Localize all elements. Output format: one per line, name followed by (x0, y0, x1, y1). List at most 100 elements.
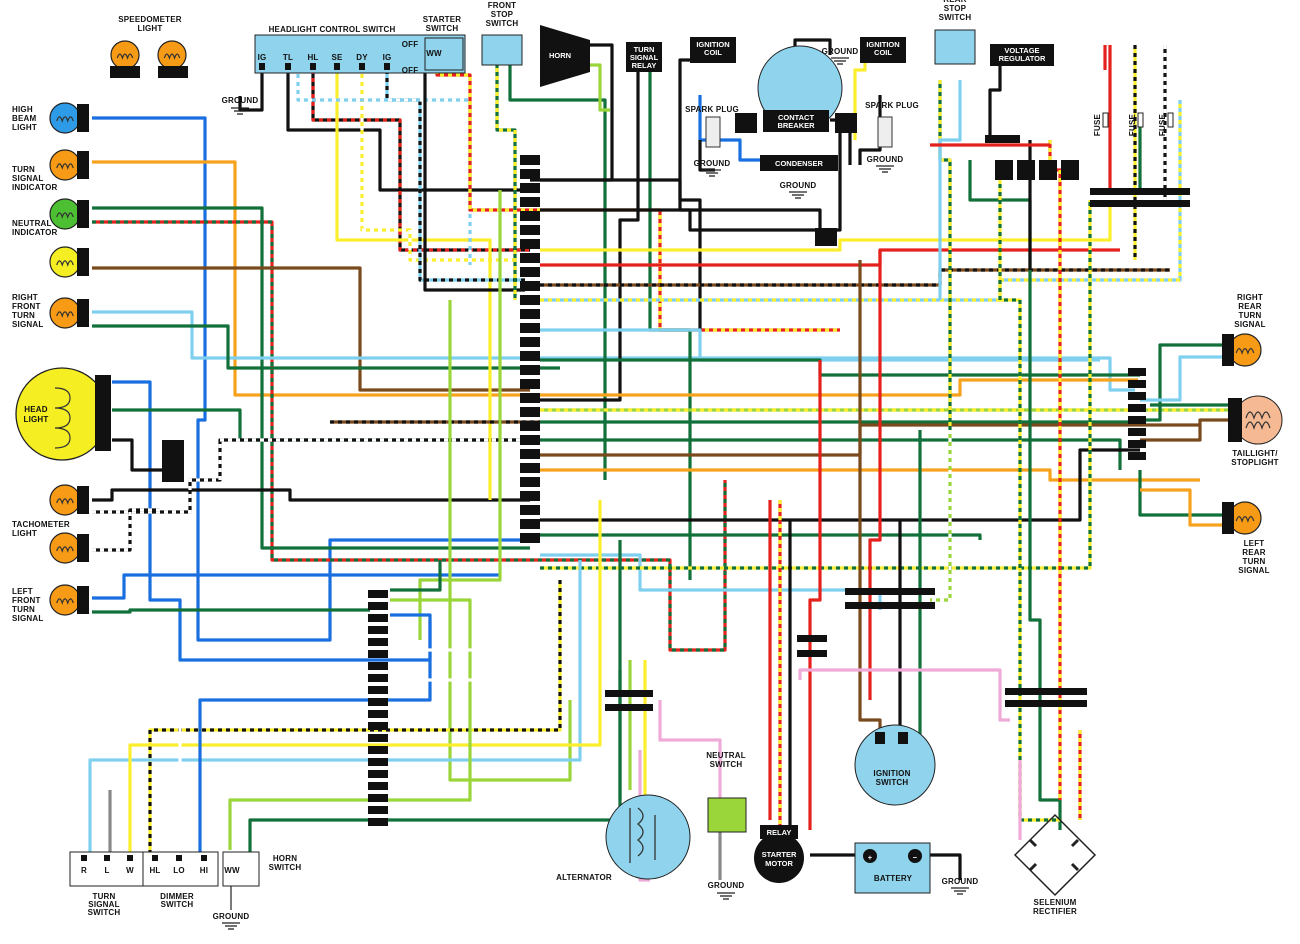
connector-bar (797, 650, 827, 657)
connector-bar (605, 704, 653, 711)
connector-pin (368, 674, 388, 682)
terminal (176, 855, 182, 861)
ignition-switch-label: SWITCH (876, 778, 909, 787)
wire-green (508, 60, 607, 480)
wire-black (112, 438, 170, 472)
left-front-turn-signal-label: LEFT (12, 587, 33, 596)
headlight-control-switch-label: HEADLIGHT CONTROL SWITCH (269, 25, 396, 34)
lamp-socket (77, 586, 89, 614)
switch-terminal-label: W (126, 866, 134, 875)
horn-switch-label: SWITCH (269, 863, 302, 872)
connector-pin (520, 435, 540, 445)
right-rear-turn-signal-label: SIGNAL (1234, 320, 1265, 329)
wire-blue (92, 116, 530, 642)
connector-pin (368, 602, 388, 610)
condenser (760, 155, 838, 171)
wire-brown (92, 266, 530, 392)
terminal (310, 63, 316, 70)
connector-pin (368, 686, 388, 694)
lamp-socket (1228, 398, 1242, 442)
connector-pin (368, 626, 388, 634)
wire-yellow (128, 500, 602, 860)
wire-light_green (418, 190, 502, 640)
connector-pin (520, 379, 540, 389)
horn-icon (540, 25, 590, 87)
connector-bar (1090, 200, 1190, 207)
speedometer-light-label: LIGHT (138, 24, 163, 33)
connector-pin (368, 698, 388, 706)
turn-signal-indicator-label: INDICATOR (12, 183, 58, 192)
spark-plug-icon (877, 116, 893, 148)
high-beam-light-label: LIGHT (12, 123, 37, 132)
left-rear-turn-signal-label: LEFT (1244, 539, 1265, 548)
filament-icon (56, 260, 74, 267)
battery-minus-terminal (908, 849, 922, 863)
horn-switch (222, 851, 260, 887)
wire-pink (798, 668, 1010, 722)
connector-pin (520, 155, 540, 165)
wire-stripe-white (930, 430, 952, 602)
connector-pin (520, 183, 540, 193)
wire-black (678, 58, 822, 230)
left-rear-turn-signal-label: SIGNAL (1238, 566, 1269, 575)
left-front-turn-signal-label: FRONT (12, 596, 41, 605)
turn-signal-relay-label: RELAY (632, 61, 657, 70)
filament-icon (56, 311, 74, 318)
terminal (875, 732, 885, 744)
wire-blue (92, 573, 500, 600)
connector-bar (845, 602, 935, 609)
wire-light_blue (92, 310, 1135, 392)
wire-blue (198, 613, 432, 860)
turn-signal-switch-label: TURN (92, 892, 115, 901)
spark-plug-label: SPARK PLUG (685, 105, 739, 114)
wire-stripe-white (92, 508, 160, 552)
filament-icon (56, 498, 74, 505)
main-connector-block (520, 155, 540, 543)
wire-green (92, 608, 370, 614)
turn-signal-switch-label: SWITCH (88, 908, 121, 917)
battery-label: BATTERY (874, 874, 913, 883)
filament-icon (163, 53, 181, 60)
connector (162, 440, 184, 482)
ground-label: GROUND (780, 181, 817, 190)
connector-pin (368, 650, 388, 658)
connector (815, 228, 837, 246)
neutral-indicator-label: NEUTRAL (12, 219, 52, 228)
starter-switch (424, 37, 464, 71)
wire-light_green (448, 300, 572, 782)
wire-black (540, 448, 1140, 522)
connector-bar (605, 690, 653, 697)
right-front-turn-signal (49, 297, 81, 329)
relay-label: RELAY (767, 828, 792, 837)
ignition-coil-label: IGNITION (696, 40, 729, 49)
wire-black (540, 70, 640, 402)
speedometer-light-left (110, 40, 140, 70)
turn-signal-relay-label: SIGNAL (630, 53, 659, 62)
wire-brown (540, 268, 1170, 287)
connector-pin (520, 463, 540, 473)
breaker-terminal (735, 113, 757, 133)
ground-label: GROUND (694, 159, 731, 168)
wire-green (648, 70, 692, 580)
connector-bar (1005, 688, 1087, 695)
connector-pin (520, 253, 540, 263)
wire-stripe-yellow (938, 80, 952, 430)
connector-pin (1128, 380, 1146, 388)
wire-orange (540, 468, 1200, 482)
alternator-label: ALTERNATOR (556, 873, 612, 882)
wire-light_blue (938, 80, 962, 300)
rear-connector-block (1128, 368, 1146, 460)
wire-light_blue (296, 62, 472, 265)
head-light-label: HEAD (24, 405, 47, 414)
rear-stop-switch-label: SWITCH (939, 13, 972, 22)
wire-black (92, 488, 530, 502)
connector-pin (1128, 392, 1146, 400)
wire-light_green (228, 598, 472, 850)
wire-light_green (590, 63, 610, 112)
high-beam-light (49, 102, 81, 134)
switch-terminal-label: R (81, 866, 87, 875)
connector-pin (995, 160, 1013, 180)
connector-pin (368, 590, 388, 598)
connector-pin (368, 734, 388, 742)
connector-pin (368, 710, 388, 718)
